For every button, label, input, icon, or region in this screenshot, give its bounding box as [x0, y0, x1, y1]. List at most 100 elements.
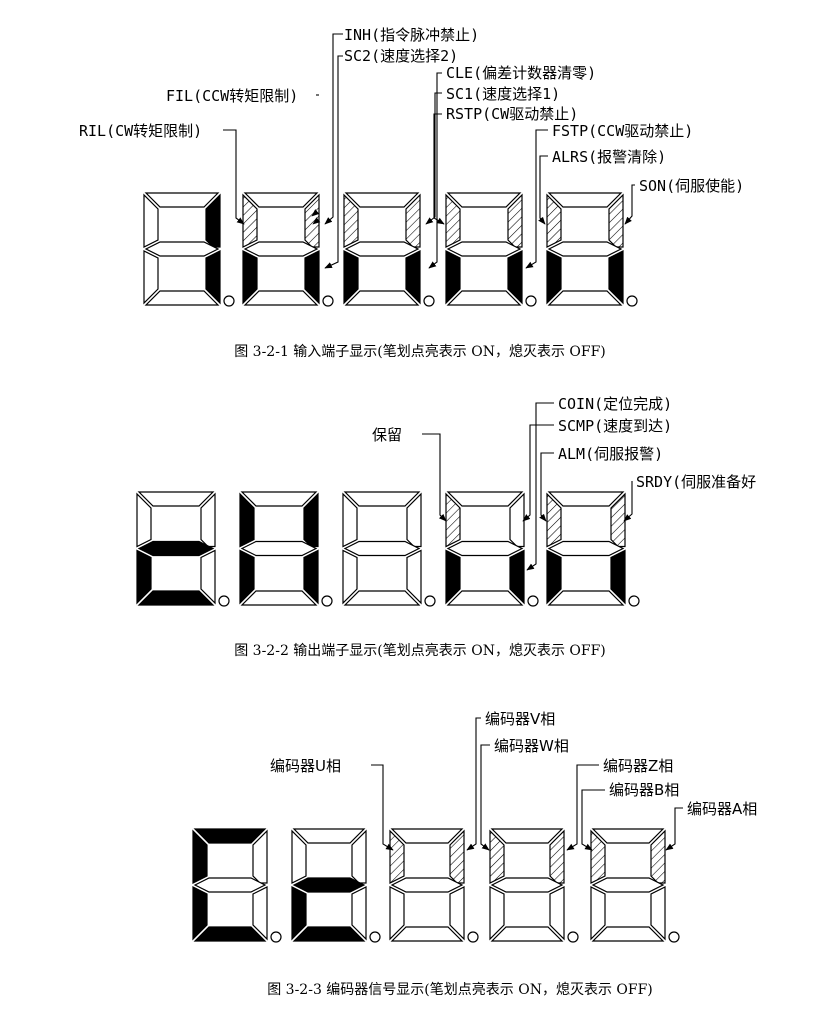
label-son: SON(伺服使能) — [639, 177, 744, 195]
encoder-digit-3 — [389, 828, 479, 943]
segment-g — [446, 540, 524, 557]
input-digit-3 — [343, 192, 435, 307]
segment-d — [490, 926, 564, 942]
segment-d — [137, 590, 215, 606]
decimal-point — [369, 931, 381, 943]
segment-d — [446, 290, 522, 306]
label-fstp: FSTP(CCW驱动禁止) — [552, 122, 693, 140]
segment-f — [239, 492, 255, 548]
segment-c — [549, 886, 565, 941]
segment-c — [200, 549, 216, 605]
segment-b — [406, 492, 422, 548]
output-digit-5 — [546, 491, 640, 607]
segment-e — [489, 886, 505, 941]
leader-lines-input — [223, 33, 635, 269]
segment-a — [446, 491, 524, 507]
label-sc2: SC2(速度选择2) — [344, 47, 458, 65]
figure-output-terminals: COIN(定位完成) SCMP(速度到达) 保留 ALM(伺服报警) SRDY(… — [136, 395, 756, 659]
caption-figure-3-2-2: 图 3-2-2 输出端子显示(笔划点亮表示 ON，熄灭表示 OFF) — [234, 642, 606, 659]
decimal-point — [270, 931, 282, 943]
label-reserved: 保留 — [372, 426, 402, 444]
segment-e — [242, 250, 258, 305]
label-encoder-w: 编码器W相 — [494, 737, 569, 755]
caption-figure-3-2-1: 图 3-2-1 输入端子显示(笔划点亮表示 ON，熄灭表示 OFF) — [234, 343, 606, 360]
label-encoder-z: 编码器Z相 — [603, 757, 673, 775]
segment-b — [351, 829, 367, 884]
segment-d — [343, 590, 421, 606]
segment-c — [507, 250, 523, 305]
label-cle: CLE(偏差计数器清零) — [446, 64, 596, 82]
segment-b — [549, 829, 565, 884]
segment-d — [446, 590, 524, 606]
segment-e — [291, 886, 307, 941]
segment-e — [445, 250, 461, 305]
segment-f — [192, 829, 208, 884]
segment-c — [509, 549, 525, 605]
output-digit-2 — [239, 491, 333, 607]
label-alm: ALM(伺服报警) — [558, 445, 663, 463]
segment-a — [240, 491, 318, 507]
segment-b — [509, 492, 525, 548]
segment-c — [406, 549, 422, 605]
segment-f — [546, 492, 562, 548]
segment-b — [304, 193, 320, 248]
segment-a — [243, 192, 319, 208]
decimal-point — [322, 295, 334, 307]
segment-a — [591, 828, 665, 844]
segment-f — [291, 829, 307, 884]
segment-d — [193, 926, 267, 942]
segment-f — [445, 492, 461, 548]
label-srdy: SRDY(伺服准备好 — [636, 473, 756, 491]
segment-f — [343, 193, 359, 248]
caption-figure-3-2-3: 图 3-2-3 编码器信号显示(笔划点亮表示 ON，熄灭表示 OFF) — [267, 981, 653, 998]
segment-d — [547, 290, 623, 306]
segment-a — [390, 828, 464, 844]
segment-f — [546, 193, 562, 248]
segment-d — [591, 926, 665, 942]
segment-e — [143, 250, 159, 305]
segment-d — [344, 290, 420, 306]
segment-c — [449, 886, 465, 941]
segment-g — [193, 877, 267, 893]
segment-f — [143, 193, 159, 248]
segment-e — [342, 549, 358, 605]
segment-b — [650, 829, 666, 884]
segment-b — [200, 492, 216, 548]
segment-g — [292, 877, 366, 893]
segment-g — [547, 540, 625, 557]
input-digit-1 — [143, 192, 235, 307]
segment-e — [239, 549, 255, 605]
segment-f — [590, 829, 606, 884]
segment-b — [303, 492, 319, 548]
label-sc1: SC1(速度选择1) — [446, 85, 560, 103]
leader-lines-output — [422, 402, 633, 571]
segment-g — [137, 540, 215, 557]
label-alrs: ALRS(报警清除) — [552, 148, 666, 166]
segment-g — [344, 241, 420, 257]
label-encoder-b: 编码器B相 — [609, 781, 679, 799]
segment-b — [252, 829, 268, 884]
segment-c — [608, 250, 624, 305]
segment-b — [507, 193, 523, 248]
figure-input-terminals: INH(指令脉冲禁止) SC2(速度选择2) FIL(CCW转矩限制) CLE(… — [79, 26, 744, 360]
segment-g — [243, 241, 319, 257]
segment-c — [304, 250, 320, 305]
decimal-point — [223, 295, 235, 307]
segment-c — [351, 886, 367, 941]
segment-a — [490, 828, 564, 844]
segment-a — [193, 828, 267, 844]
segment-c — [405, 250, 421, 305]
segment-c — [650, 886, 666, 941]
segment-b — [405, 193, 421, 248]
digit-row-input — [143, 192, 638, 307]
label-rstp: RSTP(CW驱动禁止) — [446, 105, 578, 123]
input-digit-5 — [546, 192, 638, 307]
segment-b — [449, 829, 465, 884]
segment-c — [252, 886, 268, 941]
decimal-point — [321, 595, 333, 607]
segment-e — [445, 549, 461, 605]
segment-f — [489, 829, 505, 884]
segment-e — [546, 250, 562, 305]
segment-f — [445, 193, 461, 248]
leader-lines-encoder — [371, 717, 683, 851]
